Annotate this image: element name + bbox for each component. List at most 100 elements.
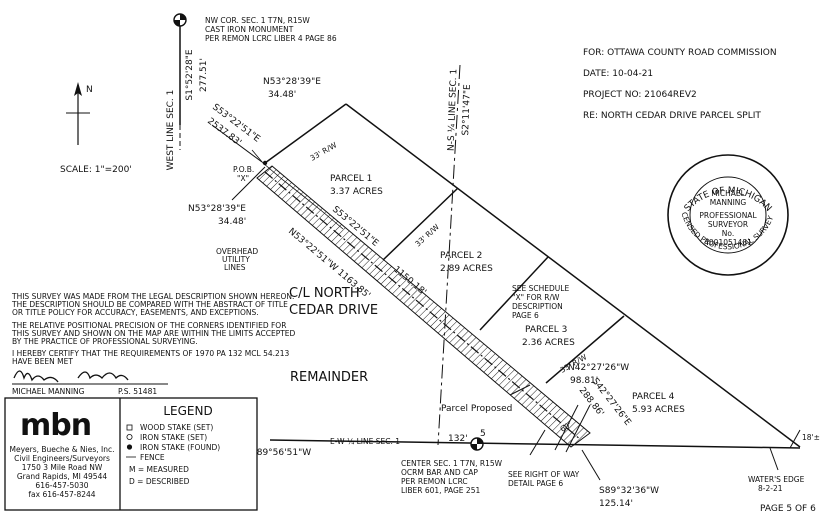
ns-quarter-line-label: N-S ¼ LINE SEC. 1: [447, 69, 460, 152]
signer-name: MICHAEL MANNING: [12, 387, 85, 396]
utility-line-3: LINES: [224, 263, 246, 272]
firm-logo: mbn: [20, 408, 91, 443]
parcel-4-name: PARCEL 4: [632, 392, 675, 402]
road-name-line-2: CEDAR DRIVE: [289, 303, 378, 318]
parcel-boundaries: [179, 20, 801, 481]
firm-name: Meyers, Bueche & Nies, Inc.: [10, 445, 115, 454]
scale-label: SCALE: 1"=200': [60, 165, 132, 175]
cert-p1-line-1: THIS SURVEY WAS MADE FROM THE LEGAL DESC…: [11, 292, 294, 301]
waters-edge-leader: [789, 429, 801, 449]
pob-point-icon: [262, 160, 268, 166]
pob-x-label: "X": [237, 174, 249, 183]
seal-role-2: SURVEYOR: [708, 220, 748, 229]
seal-number: 4001051481: [704, 238, 752, 247]
seal-name-2: MANNING: [710, 198, 747, 207]
west-line-distance: 277.51': [199, 58, 209, 92]
parcel-3-name: PARCEL 3: [525, 325, 567, 335]
north-arrow-icon: N: [66, 82, 93, 145]
parcel-line-1-2: [382, 187, 459, 261]
firm-address-1: 1750 3 Mile Road NW: [22, 463, 103, 472]
utility-line-2: UTILITY: [222, 255, 250, 264]
ew-quarter-line-label: E-W ¼ LINE SEC. 1: [330, 437, 400, 446]
page-number: PAGE 5 OF 6: [760, 504, 816, 514]
overhead-utility-line: [251, 149, 344, 230]
pob-leader: [211, 124, 263, 163]
nw-corner-monument-icon: [173, 13, 187, 27]
left-bearing: N53°28'39"E: [188, 204, 246, 214]
parcel-line-3-4: [545, 315, 625, 384]
parcel-proposed-label: Parcel Proposed: [441, 404, 512, 414]
ns-quarter-line: [437, 64, 461, 446]
cert-p1-line-3: OR TITLE POLICY FOR ACCURACY, EASEMENTS,…: [12, 308, 259, 317]
cert-p2-line-2: THIS SURVEY AND SHOWN ON THE MAP ARE WIT…: [11, 329, 296, 338]
certification-block: THIS SURVEY WAS MADE FROM THE LEGAL DESC…: [11, 292, 296, 396]
row-detail-line-2: DETAIL PAGE 6: [508, 479, 563, 488]
se-bearing-leader: [581, 449, 601, 481]
road-name-line-1: C/L NORTH: [289, 286, 360, 301]
firm-fax: fax 616-457-8244: [28, 490, 95, 499]
surveyor-seal: STATE OF MICHIGAN LICENSED PROFESSIONAL …: [0, 0, 789, 276]
waters-edge-line-1: WATER'S EDGE: [748, 475, 805, 484]
schedule-line-4: PAGE 6: [512, 311, 539, 320]
cert-p1-line-2: THE DESCRIPTION SHOULD BE COMPARED WITH …: [11, 300, 288, 309]
header-re: RE: NORTH CEDAR DRIVE PARCEL SPLIT: [583, 111, 761, 121]
row-33-a: 33' R/W: [309, 140, 339, 163]
firm-subtitle: Civil Engineers/Surveyors: [14, 454, 110, 463]
center-section-line-3: PER REMON LCRC: [401, 477, 468, 486]
se-distance: 125.14': [599, 499, 633, 509]
signature-scribble: [13, 370, 129, 383]
center-section-number: 5: [480, 429, 486, 439]
utility-note: OVERHEAD UTILITY LINES: [216, 247, 258, 272]
row-detail-note: SEE RIGHT OF WAY DETAIL PAGE 6: [508, 470, 580, 488]
east-bearing-1: N42°27'26"W: [568, 363, 629, 373]
waters-edge-pointer: [769, 447, 779, 471]
left-distance: 34.48': [218, 217, 246, 227]
cert-p2-line-1: THE RELATIVE POSITIONAL PRECISION OF THE…: [11, 321, 286, 330]
title-block: FOR: OTTAWA COUNTY ROAD COMMISSION DATE:…: [583, 48, 777, 121]
header-project: PROJECT NO: 21064REV2: [583, 90, 697, 100]
parcel-2-name: PARCEL 2: [440, 251, 482, 261]
parcel-4-area: 5.93 ACRES: [632, 405, 685, 415]
top-distance: 34.48': [268, 90, 296, 100]
iron-stake-set-icon: [126, 433, 133, 440]
center-section-note: 5 CENTER SEC. 1 T7N, R15W OCRM BAR AND C…: [401, 429, 503, 495]
waters-edge-note: WATER'S EDGE 8-2-21: [748, 475, 805, 493]
seal-no-label: No.: [722, 229, 734, 238]
cert-p3-line-2: HAVE BEEN MET: [12, 357, 73, 366]
iron-stake-found-icon: [126, 444, 133, 450]
road-name: C/L NORTH CEDAR DRIVE: [289, 286, 378, 318]
left-bearing-leader: [231, 166, 266, 201]
parcel-1-north-line: [264, 103, 347, 164]
road-centerline: [264, 171, 582, 441]
south-bearing: N89°56'51"W: [250, 448, 311, 458]
nw-corner-line-1: NW COR. SEC. 1 T7N, R15W: [205, 16, 310, 25]
monuments: [173, 13, 484, 451]
parcel-line-2-3: [479, 256, 549, 331]
center-section-line-4: LIBER 601, PAGE 251: [401, 486, 480, 495]
seal-role-1: PROFESSIONAL: [699, 211, 757, 220]
header-date: DATE: 10-04-21: [583, 69, 653, 79]
schedule-line-3: DESCRIPTION: [512, 302, 563, 311]
west-section-line-label: WEST LINE SEC. 1: [166, 90, 176, 171]
utility-line-1: OVERHEAD: [216, 247, 258, 256]
legend-wood-stake: WOOD STAKE (SET): [140, 423, 213, 432]
north-label: N: [86, 85, 93, 95]
legend-measured: M = MEASURED: [129, 465, 189, 474]
seal-name-1: MICHAEL: [711, 189, 745, 198]
center-section-monument-icon: [470, 437, 484, 451]
waters-edge-line-2: 8-2-21: [758, 484, 783, 493]
parcel-1-name: PARCEL 1: [330, 174, 372, 184]
row-detail-leader: [529, 429, 546, 456]
schedule-note: SEE SCHEDULE "X" FOR R/W DESCRIPTION PAG…: [512, 284, 569, 320]
distance-18: 18'±: [802, 433, 820, 442]
distance-132: 132': [448, 434, 468, 444]
top-bearing: N53°28'39"E: [263, 77, 321, 87]
header-for: FOR: OTTAWA COUNTY ROAD COMMISSION: [583, 48, 777, 58]
nw-corner-line-3: PER REMON LCRC LIBER 4 PAGE 86: [205, 34, 337, 43]
west-line-bearing: S1°52'28"E: [185, 49, 195, 100]
cert-p2-line-3: BY THE PRACTICE OF PROFESSIONAL SURVEYIN…: [12, 337, 198, 346]
nw-corner-note: NW COR. SEC. 1 T7N, R15W CAST IRON MONUM…: [205, 16, 337, 43]
road-corridor: [251, 149, 591, 448]
firm-phone: 616-457-5030: [35, 481, 88, 490]
